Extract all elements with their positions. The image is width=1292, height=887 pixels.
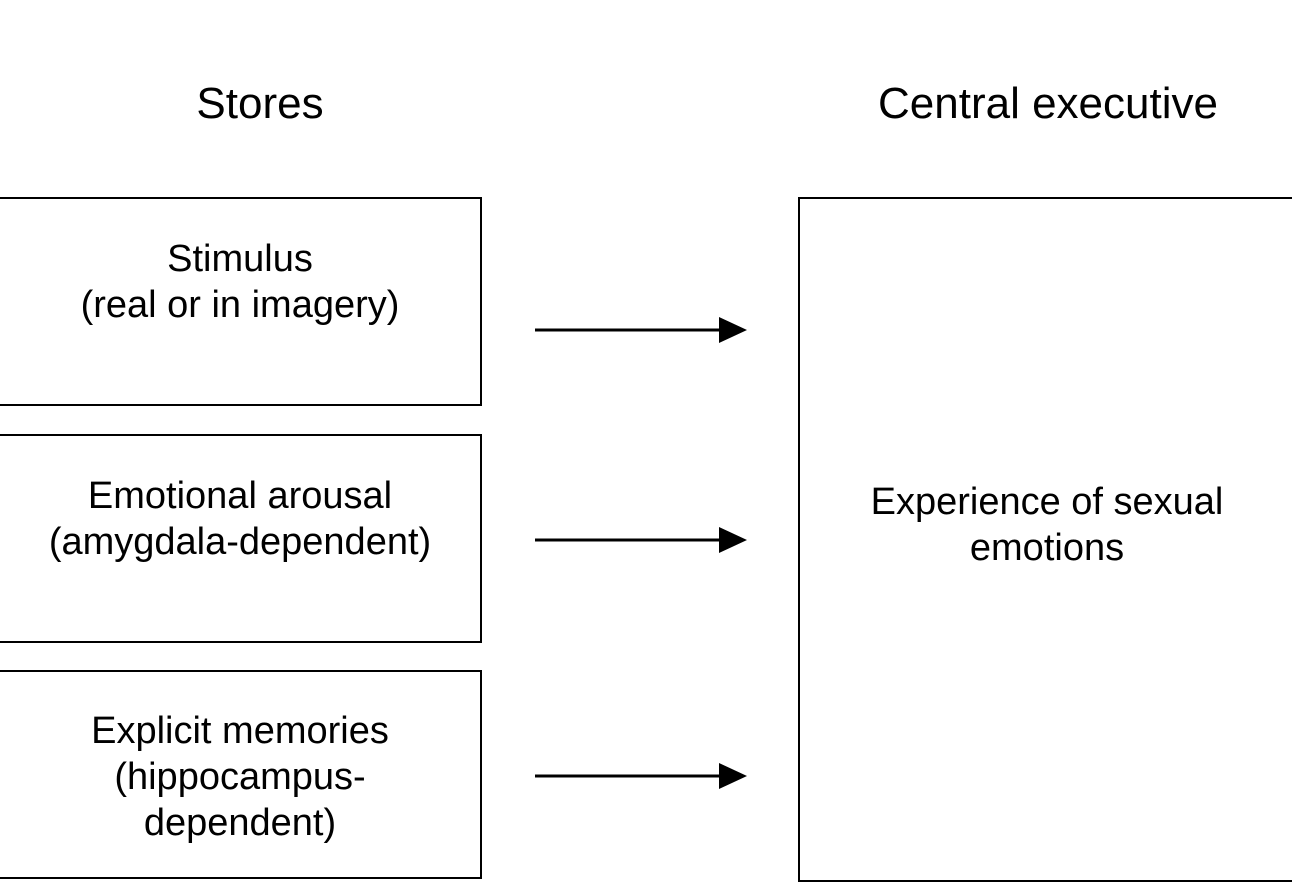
emotional-arousal-text: Emotional arousal (amygdala-dependent) [0,473,480,565]
experience-text: Experience of sexual emotions [800,479,1292,571]
explicit-memories-label: Explicit memories [91,710,389,752]
emotional-arousal-label: Emotional arousal [87,475,393,517]
stimulus-sublabel: (real or in imagery) [80,284,400,326]
emotional-arousal-box: Emotional arousal (amygdala-dependent) [0,434,482,643]
explicit-memories-text: Explicit memories (hippocampus- dependen… [0,708,480,846]
central-executive-heading: Central executive [878,79,1218,128]
arrow-right-icon [535,317,747,343]
central-executive-box: Experience of sexual emotions [798,197,1292,882]
experience-label-line-1: Experience of sexual [870,481,1224,523]
stimulus-text: Stimulus (real or in imagery) [0,236,480,328]
stimulus-label: Stimulus [167,238,313,280]
explicit-memories-sublabel-2: dependent) [143,802,337,844]
stimulus-box: Stimulus (real or in imagery) [0,197,482,406]
arrow-right-icon [535,527,747,553]
explicit-memories-sublabel-1: (hippocampus- [114,756,366,798]
experience-label-line-2: emotions [969,527,1125,569]
arrow-right-icon [535,763,747,789]
emotional-arousal-sublabel: (amygdala-dependent) [48,521,432,563]
stores-heading: Stores [196,79,324,128]
explicit-memories-box: Explicit memories (hippocampus- dependen… [0,670,482,879]
